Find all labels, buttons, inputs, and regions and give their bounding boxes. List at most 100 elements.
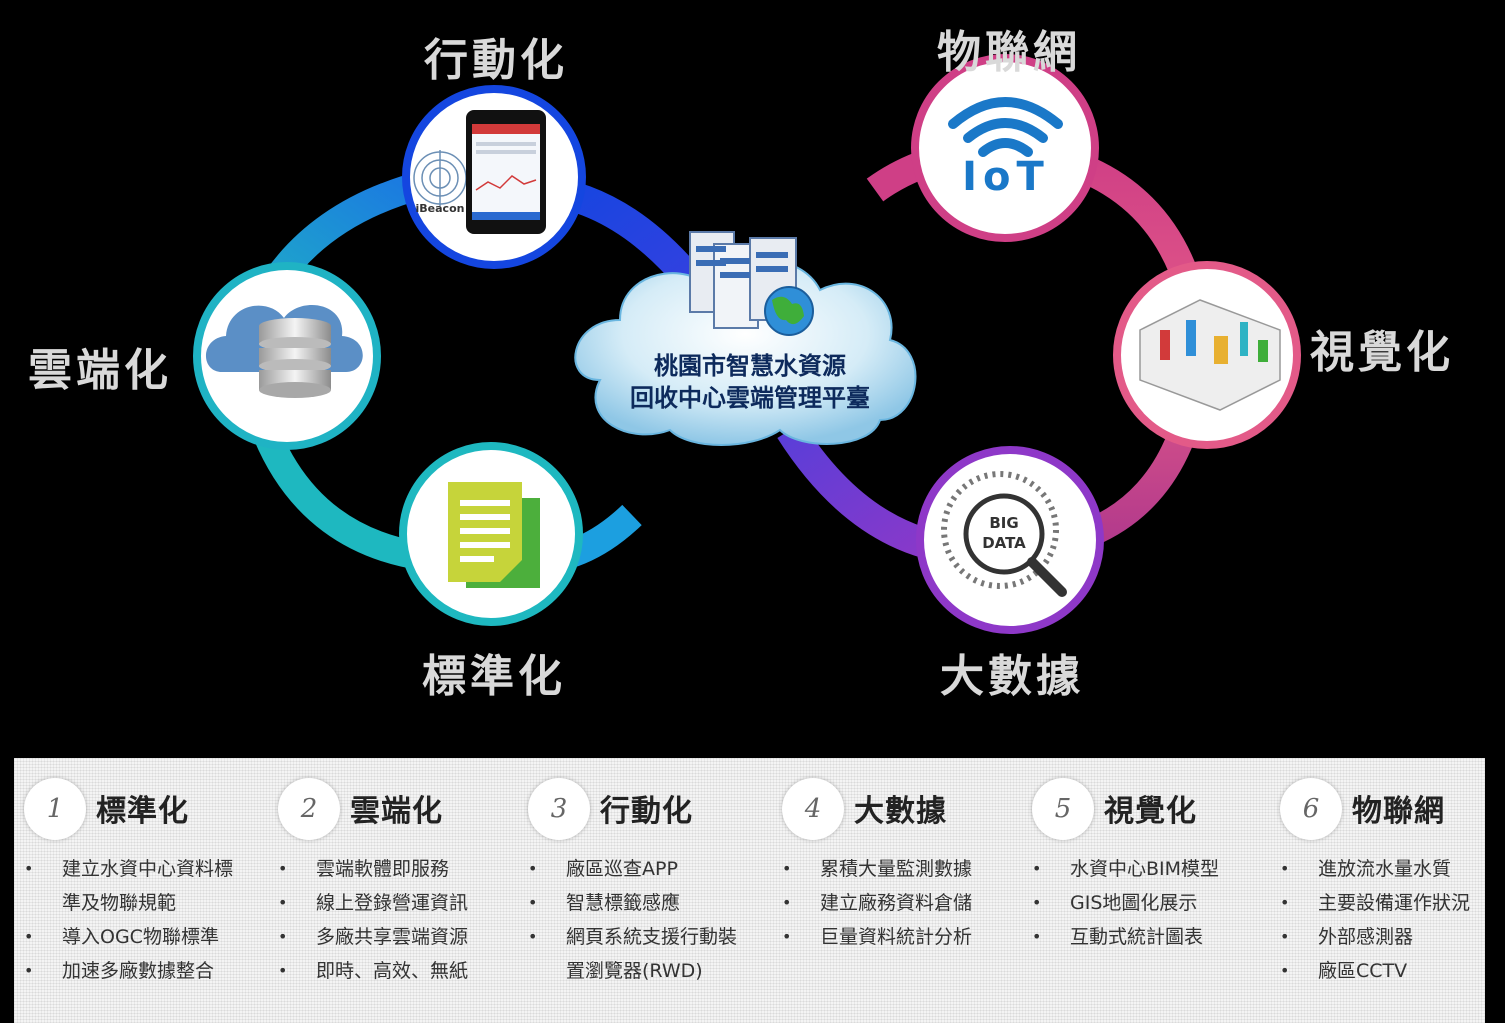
bullet-icon: • <box>782 859 792 878</box>
bullet-icon: • <box>1032 893 1042 912</box>
list-item-text: 外部感測器 <box>1318 926 1414 948</box>
list-item-text: 水資中心BIM模型 <box>1070 858 1220 880</box>
list-item: • 線上登錄營運資訊 <box>268 886 518 920</box>
list-item-text: 雲端軟體即服務 <box>316 858 450 880</box>
list-item: •加速多廠數據整合 <box>14 954 264 988</box>
column-title: 標準化 <box>96 794 189 829</box>
server-icon <box>689 231 814 336</box>
column-title: 視覺化 <box>1104 794 1197 829</box>
hub-cloud <box>574 259 917 446</box>
list-item-text: 巨量資料統計分析 <box>820 926 973 948</box>
hub-title: 桃園市智慧水資源 回收中心雲端管理平臺 <box>560 350 940 414</box>
node-visual <box>1113 261 1301 449</box>
list-item-text: 進放流水量水質 <box>1318 858 1452 880</box>
list-item-text: 線上登錄營運資訊 <box>316 892 469 914</box>
list-item: • 進放流水量水質 <box>1270 852 1505 886</box>
step-number: 4 <box>782 778 844 840</box>
list-item: • 多廠共享雲端資源 <box>268 920 518 954</box>
bullet-icon: • <box>528 859 538 878</box>
hub-title-line1: 桃園市智慧水資源 <box>654 352 846 380</box>
list-item: • 智慧標籤感應 <box>518 886 768 920</box>
bigdata-magnifier-icon: BIG DATA <box>941 471 1067 597</box>
bullet-icon: • <box>24 927 34 946</box>
bullet-icon: • <box>24 859 34 878</box>
list-item-text: 主要設備運作狀況 <box>1318 892 1471 914</box>
feature-list: • 建立水資中心資料標準及物聯規範 • 導入OGC物聯標準 •加速多廠數據整合 <box>14 852 264 988</box>
list-item: • 建立水資中心資料標準及物聯規範 <box>14 852 264 920</box>
list-item: • 即時、高效、無紙 <box>268 954 518 988</box>
list-item-text: 廠區CCTV <box>1318 960 1408 982</box>
list-item: • 雲端軟體即服務 <box>268 852 518 886</box>
list-item: • 廠區巡查APP <box>518 852 768 886</box>
list-item-text: 互動式統計圖表 <box>1070 926 1204 948</box>
feature-list: • 廠區巡查APP • 智慧標籤感應 •網頁系統支援行動裝置瀏覽器(RWD) <box>518 852 768 988</box>
feature-list: • 累積大量監測數據 • 建立廠務資料倉儲 • 巨量資料統計分析 <box>772 852 1022 954</box>
list-item-text: 網頁系統支援行動裝 <box>566 926 738 948</box>
bigdata-icon-line1: BIG <box>989 514 1018 532</box>
step-number: 3 <box>528 778 590 840</box>
list-item-text: 準及物聯規範 <box>62 892 177 914</box>
bullet-icon: • <box>1280 961 1290 980</box>
feature-list: • 雲端軟體即服務 • 線上登錄營運資訊 • 多廠共享雲端資源 • 即時、高效、無紙 <box>268 852 518 988</box>
list-item-text: 累積大量監測數據 <box>820 858 973 880</box>
column-title: 雲端化 <box>350 794 443 829</box>
node-mobile <box>402 85 586 269</box>
bullet-icon: • <box>1280 859 1290 878</box>
column-title: 物聯網 <box>1352 794 1445 829</box>
bullet-icon: • <box>782 927 792 946</box>
list-item-text: 多廠共享雲端資源 <box>316 926 469 948</box>
list-item-text: 即時、高效、無紙 <box>316 960 469 982</box>
step-number: 6 <box>1280 778 1342 840</box>
bullet-icon: • <box>1032 859 1042 878</box>
list-item: • 廠區CCTV <box>1270 954 1505 988</box>
list-item: • 水資中心BIM模型 <box>1022 852 1272 886</box>
column-title: 大數據 <box>854 794 947 829</box>
list-item: •GIS地圖化展示 <box>1022 886 1272 920</box>
cloud-database-icon <box>205 305 363 398</box>
label-bigdata: 大數據 <box>940 651 1084 702</box>
node-cloud <box>193 262 381 450</box>
list-item: •主要設備運作狀況 <box>1270 886 1505 920</box>
list-item-text: 置瀏覽器(RWD) <box>566 960 703 982</box>
list-item: • 互動式統計圖表 <box>1022 920 1272 954</box>
bullet-icon: • <box>278 859 288 878</box>
bullet-icon: • <box>782 893 792 912</box>
list-item: • 導入OGC物聯標準 <box>14 920 264 954</box>
bullet-icon: • <box>278 927 288 946</box>
bullet-icon: • <box>1032 927 1042 946</box>
list-item: • 外部感測器 <box>1270 920 1505 954</box>
iot-icon-text: IoT <box>962 154 1050 200</box>
node-bigdata: BIG DATA <box>916 446 1104 634</box>
list-item: • 巨量資料統計分析 <box>772 920 1022 954</box>
list-item-text: 智慧標籤感應 <box>566 892 681 914</box>
bullet-icon: • <box>278 893 288 912</box>
bullet-icon: • <box>278 961 288 980</box>
node-standard <box>399 442 583 626</box>
list-item: • 建立廠務資料倉儲 <box>772 886 1022 920</box>
bullet-icon: • <box>528 893 538 912</box>
bigdata-icon-line2: DATA <box>982 534 1026 552</box>
label-standard: 標準化 <box>422 651 566 702</box>
document-icon <box>448 482 540 588</box>
label-iot: 物聯網 <box>937 27 1081 78</box>
step-number: 5 <box>1032 778 1094 840</box>
step-number: 1 <box>24 778 86 840</box>
list-item-text: 導入OGC物聯標準 <box>62 926 219 948</box>
feature-list: •水資中心BIM模型•GIS地圖化展示•互動式統計圖表 <box>1022 852 1272 954</box>
bullet-icon: • <box>24 961 34 980</box>
node-iot: IoT <box>911 54 1099 242</box>
bullet-icon: • <box>1280 927 1290 946</box>
ibeacon-label: iBeacon <box>416 202 465 215</box>
list-item-text: 建立水資中心資料標 <box>62 858 234 880</box>
ibeacon-icon <box>413 150 467 206</box>
list-item: •網頁系統支援行動裝置瀏覽器(RWD) <box>518 920 768 988</box>
diagram-canvas: IoT BIG DATA iBeaco <box>193 54 1301 634</box>
bim-model-icon <box>1139 299 1281 411</box>
feature-column: 6 物聯網 • 進放流水量水質 •主要設備運作狀況 • 外部感測器 • 廠區CCTV <box>1270 758 1505 1023</box>
list-item-text: 建立廠務資料倉儲 <box>820 892 973 914</box>
list-item-text: 廠區巡查APP <box>566 858 678 880</box>
